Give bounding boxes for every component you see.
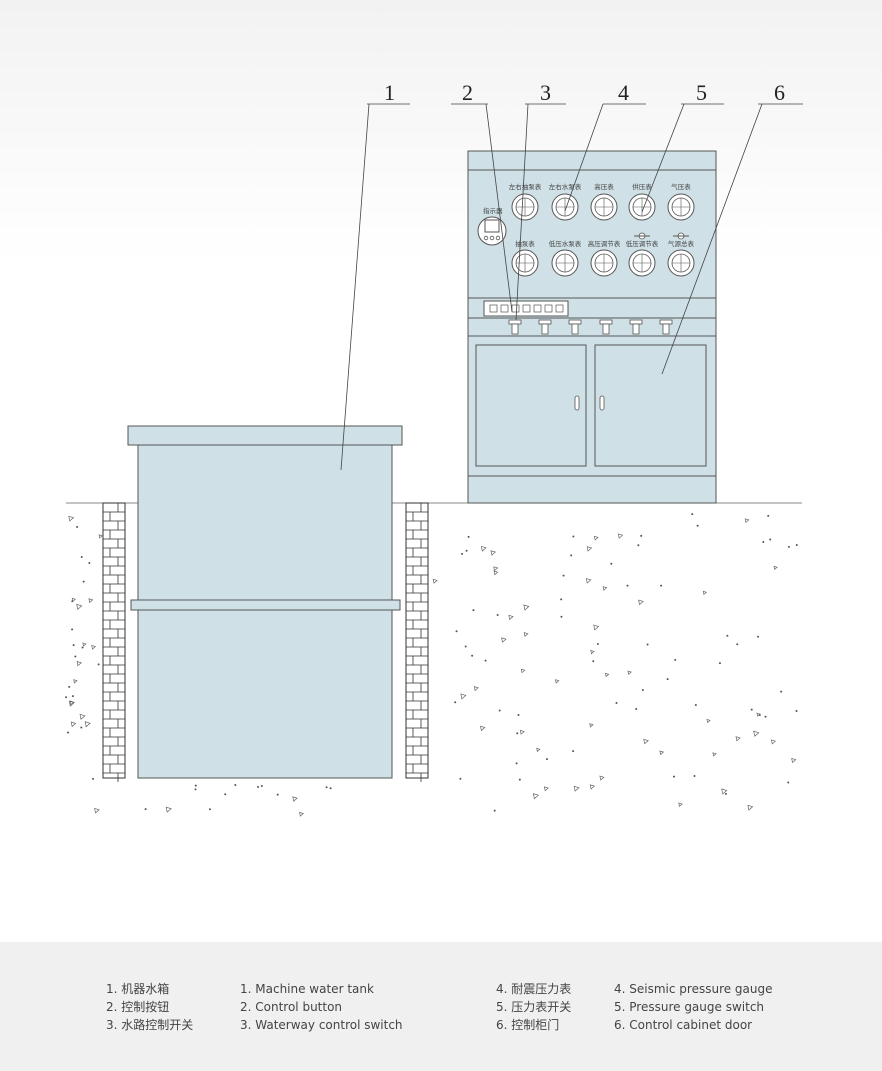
legend-item: 2. Control button [240,1000,343,1014]
callout-leaders [340,103,803,471]
legend-item: 3. Waterway control switch [240,1018,403,1032]
gauge-label: 低压调节表 [626,239,659,248]
legend-item: 5. 压力表开关 [496,1000,572,1014]
legend-cn-left: 1. 机器水箱 2. 控制按钮 3. 水路控制开关 [106,980,193,1034]
gauge-label: 左右水泵表 [549,182,582,191]
control-cabinet-door-left [475,344,587,467]
legend-en-left: 1. Machine water tank 2. Control button … [240,980,403,1034]
legend-item: 1. Machine water tank [240,982,374,996]
legend-cn-right: 4. 耐震压力表 5. 压力表开关 6. 控制柜门 [496,980,571,1034]
gauge-label: 低压水泵表 [549,239,582,248]
legend-item: 2. 控制按钮 [106,1000,170,1014]
callout-2: 2 [462,80,473,105]
gauge-labels-top: 左右抽泵表左右水泵表 高压表 供压表 气压表 [509,182,692,191]
callout-numbers: 1 2 3 4 5 6 [384,80,785,105]
machine-water-tank [127,425,403,779]
callout-4: 4 [618,80,629,105]
left-brick-wall [102,502,126,782]
gauge-label: 高压表 [594,182,614,191]
legend-item: 4. Seismic pressure gauge [614,982,773,996]
legend-item: 1. 机器水箱 [106,982,170,996]
ground-gravel-texture [65,513,798,817]
indicator-meter: 指示器 [477,206,507,246]
control-button-strip [483,300,569,317]
right-brick-wall [405,502,429,782]
waterway-control-switches [508,319,673,335]
callout-5: 5 [696,80,707,105]
legend-item: 6. Control cabinet door [614,1018,753,1032]
gauge-label: 高压调节表 [588,239,621,248]
legend-item: 5. Pressure gauge switch [614,1000,765,1014]
pressure-gauge-switches [634,232,689,240]
seismic-pressure-gauges [511,193,695,277]
legend-item: 3. 水路控制开关 [106,1018,194,1032]
gauge-label: 抽泵表 [515,239,535,248]
legend-item: 4. 耐震压力表 [496,982,572,996]
callout-1: 1 [384,80,395,105]
legend-panel: 1. 机器水箱 2. 控制按钮 3. 水路控制开关 1. Machine wat… [0,942,882,1071]
control-cabinet-door-right [594,344,707,467]
control-cabinet: 指示器 左右抽泵表左右水泵表 高压表 供压表 气压表 抽泵表 低压水泵表高压调节表低压调… [467,150,717,504]
gauge-label: 供压表 [632,182,652,191]
gauge-label: 气源总表 [668,239,695,248]
callout-3: 3 [540,80,551,105]
legend-en-right: 4. Seismic pressure gauge 5. Pressure ga… [614,980,773,1034]
gauge-label: 左右抽泵表 [509,182,542,191]
callout-6: 6 [774,80,785,105]
indicator-label: 指示器 [483,206,503,215]
legend-item: 6. 控制柜门 [496,1018,560,1032]
gauge-labels-bottom: 抽泵表 低压水泵表高压调节表低压调节表气源总表 [515,239,694,248]
gauge-label: 气压表 [671,182,691,191]
equipment-diagram: 指示器 左右抽泵表左右水泵表 高压表 供压表 气压表 抽泵表 低压水泵表高压调节表低压调… [65,80,803,817]
